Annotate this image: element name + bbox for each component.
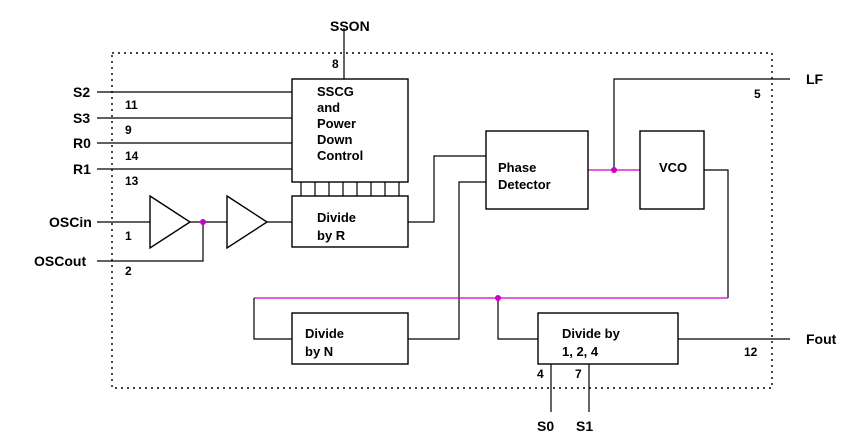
wire-vco-out [704, 169, 729, 298]
sscg-label-line: Down [317, 132, 352, 147]
divide-by-n-label-line: Divide [305, 326, 344, 341]
junction-dot [611, 167, 617, 173]
phase-detector-label-line: Detector [498, 177, 551, 192]
pin-number-s3: 9 [125, 123, 132, 137]
divide-by-n-block [291, 312, 409, 365]
wire-divn-to-pd [408, 181, 486, 340]
wire-divr-to-pd [408, 155, 486, 223]
divide-by-r-block [291, 195, 409, 248]
pin-number-oscin: 1 [125, 229, 132, 243]
sscg-label-line: SSCG [317, 84, 354, 99]
wire-feedback-to-div124 [497, 298, 538, 340]
signal-label-r1: R1 [73, 161, 91, 177]
wire-feedback-to-divn [253, 298, 292, 340]
vco-label: VCO [659, 160, 687, 175]
pin-number-s2: 11 [125, 98, 138, 112]
divide-by-124-block [537, 312, 679, 365]
junction-dot [495, 295, 501, 301]
sscg-label-line: Power [317, 116, 356, 131]
signal-label-sson: SSON [330, 18, 370, 34]
buffer-2 [226, 194, 269, 250]
sscg-label-line: Control [317, 148, 363, 163]
pin-number-fout: 12 [744, 345, 758, 359]
signal-label-oscout: OSCout [34, 253, 86, 269]
signal-label-fout: Fout [806, 331, 837, 347]
divide-by-124-label-line: 1, 2, 4 [562, 344, 599, 359]
signal-label-s1: S1 [576, 418, 593, 434]
divide-by-124-label-line: Divide by [562, 326, 621, 341]
signal-label-oscin: OSCin [49, 214, 92, 230]
divide-by-n-label-line: by N [305, 344, 333, 359]
divide-by-r-label-line: Divide [317, 210, 356, 225]
wire-lf [613, 78, 790, 170]
pin-number-s0: 4 [537, 367, 544, 381]
signal-label-lf: LF [806, 71, 824, 87]
buffer-1 [149, 194, 192, 250]
pin-number-oscout: 2 [125, 264, 132, 278]
signal-label-s3: S3 [73, 110, 90, 126]
divide-by-r-label-line: by R [317, 228, 346, 243]
sscg-block [291, 78, 409, 183]
pin-number-r1: 13 [125, 174, 139, 188]
phase-detector-label-line: Phase [498, 160, 536, 175]
sscg-label-line: and [317, 100, 340, 115]
vco-block [639, 130, 705, 210]
wire-oscout [97, 222, 204, 262]
pin-number-r0: 14 [125, 149, 139, 163]
chip-boundary [111, 52, 773, 389]
junction-dot [200, 219, 206, 225]
pin-number-s1: 7 [575, 367, 582, 381]
signal-label-s2: S2 [73, 84, 90, 100]
pin-number-lf: 5 [754, 87, 761, 101]
phase-detector-block [485, 130, 589, 210]
signal-label-s0: S0 [537, 418, 554, 434]
signal-label-r0: R0 [73, 135, 91, 151]
pin-number-sson: 8 [332, 57, 339, 71]
